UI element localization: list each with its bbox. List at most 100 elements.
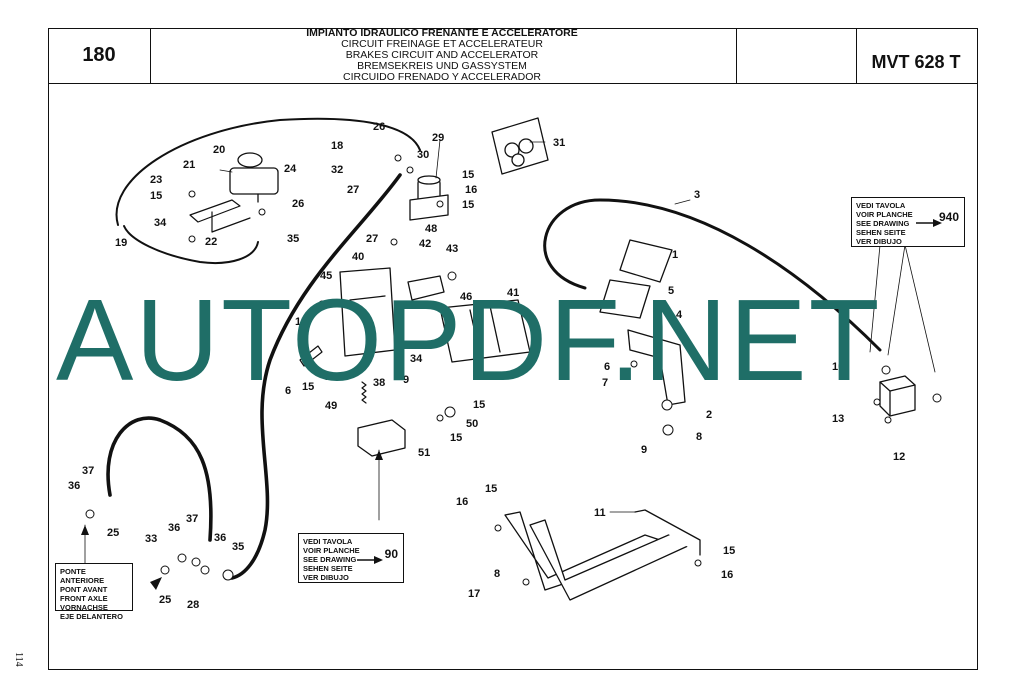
callout-4: 4 (676, 309, 683, 321)
callout-6: 6 (604, 361, 610, 373)
callout-46: 46 (460, 291, 472, 303)
callout-26-b: 26 (292, 198, 304, 210)
callout-50: 50 (466, 418, 478, 430)
title-german: BREMSEKREIS UND GASSYSTEM (357, 60, 527, 72)
callout-17: 17 (468, 588, 480, 600)
callout-18: 18 (331, 140, 343, 152)
title-spanish: CIRCUIDO FRENADO Y ACCELERADOR (343, 71, 541, 83)
callout-24: 24 (284, 163, 297, 175)
title-block: IMPIANTO IDRAULICO FRENANTE E ACCELERATO… (292, 28, 592, 83)
callout-33: 33 (145, 533, 157, 545)
callout-15-d: 15 (295, 316, 307, 328)
arrow-right-icon (357, 556, 383, 564)
header-row (48, 28, 978, 84)
plate-31 (491, 117, 549, 175)
ref-line: PONTE ANTERIORE (60, 567, 105, 585)
page-number: 180 (82, 44, 116, 66)
callout-8b: 8 (494, 568, 500, 580)
header-divider (736, 28, 737, 84)
callout-43: 43 (446, 243, 458, 255)
callout-15-g: 15 (450, 432, 462, 444)
callout-36-b: 36 (168, 522, 180, 534)
callout-27-b: 27 (366, 233, 378, 245)
callout-25-a: 25 (107, 527, 119, 539)
callout-49: 49 (325, 400, 337, 412)
ref-line: EJE DELANTERO (60, 612, 123, 621)
ref-line: SEHEN SEITE (303, 564, 353, 573)
callout-9: 9 (641, 444, 647, 456)
bracket-45 (339, 267, 396, 357)
callout-6b: 6 (285, 385, 291, 397)
callout-23: 23 (150, 174, 162, 186)
ref-line: VOIR PLANCHE (303, 546, 360, 555)
callout-8: 8 (696, 431, 702, 443)
arrow-right-icon (916, 219, 942, 227)
brake-valve-51 (357, 419, 406, 457)
accelerator-pedal-1 (599, 239, 673, 319)
spring-49 (361, 381, 367, 404)
callout-40: 40 (352, 251, 364, 263)
callout-41: 41 (507, 287, 519, 299)
reservoir-20 (229, 152, 279, 203)
callout-35-a: 35 (287, 233, 299, 245)
cable-3 (543, 198, 882, 352)
callout-15-c: 15 (462, 169, 474, 181)
callout-15-h: 15 (485, 483, 497, 495)
callout-15-a: 15 (150, 190, 162, 202)
ref-line: VEDI TAVOLA (856, 201, 906, 210)
callout-36-c: 36 (214, 532, 226, 544)
callout-9b: 9 (403, 374, 409, 386)
pipe-35 (230, 173, 402, 580)
callout-5: 5 (668, 285, 674, 297)
ref-line: VORNACHSE (60, 603, 108, 612)
ref-line: VER DIBUJO (303, 573, 349, 582)
callout-7: 7 (602, 377, 608, 389)
callout-30: 30 (417, 149, 429, 161)
ref-line: PONT AVANT (60, 585, 108, 594)
callout-19: 19 (115, 237, 127, 249)
callout-31: 31 (553, 137, 565, 149)
callout-2: 2 (706, 409, 712, 421)
front-axle-box: PONTE ANTERIORE PONT AVANT FRONT AXLE VO… (55, 563, 133, 621)
callout-15-e: 15 (302, 381, 314, 393)
bracket-21 (189, 199, 251, 233)
callout-42: 42 (419, 238, 431, 250)
callout-16-b: 16 (456, 496, 468, 508)
callout-38: 38 (373, 377, 385, 389)
callout-27-a: 27 (347, 184, 359, 196)
ref-number-940: 940 (938, 210, 959, 224)
ref-line: SEHEN SEITE (856, 228, 906, 237)
callout-32: 32 (331, 164, 343, 176)
callout-10: 10 (832, 361, 844, 373)
model-name: MVT 628 T (871, 52, 961, 72)
callout-15-f: 15 (473, 399, 485, 411)
callout-16-a: 16 (465, 184, 477, 196)
callout-11: 11 (594, 507, 606, 519)
ref-line: VER DIBUJO (856, 237, 902, 246)
callout-16-c: 16 (721, 569, 733, 581)
callout-37-a: 37 (82, 465, 94, 477)
callout-37-b: 37 (186, 513, 198, 525)
watermark: AUTOPDF.NET (56, 275, 882, 405)
header-divider (150, 28, 151, 84)
callout-21: 21 (183, 159, 195, 171)
pipe-19 (115, 117, 421, 226)
callout-15-b: 15 (462, 199, 474, 211)
callout-15-i: 15 (723, 545, 735, 557)
callout-51: 51 (418, 447, 430, 459)
callout-26-a: 26 (373, 121, 385, 133)
pipe-front-axle (106, 416, 213, 542)
callout-28: 28 (187, 599, 199, 611)
see-drawing-940-box: VEDI TAVOLA VOIR PLANCHE SEE DRAWING SEH… (851, 197, 965, 247)
header-divider (856, 28, 857, 84)
block-10 (879, 375, 916, 417)
callout-12: 12 (893, 451, 905, 463)
callout-35-b: 35 (232, 541, 244, 553)
callout-45: 45 (320, 270, 332, 282)
title-french: CIRCUIT FREINAGE ET ACCELERATEUR (341, 38, 543, 50)
see-drawing-90-box: VEDI TAVOLA VOIR PLANCHE SEE DRAWING SEH… (298, 533, 404, 583)
ref-line: VEDI TAVOLA (303, 537, 353, 546)
callout-13: 13 (832, 413, 844, 425)
ref-line: VOIR PLANCHE (856, 210, 913, 219)
